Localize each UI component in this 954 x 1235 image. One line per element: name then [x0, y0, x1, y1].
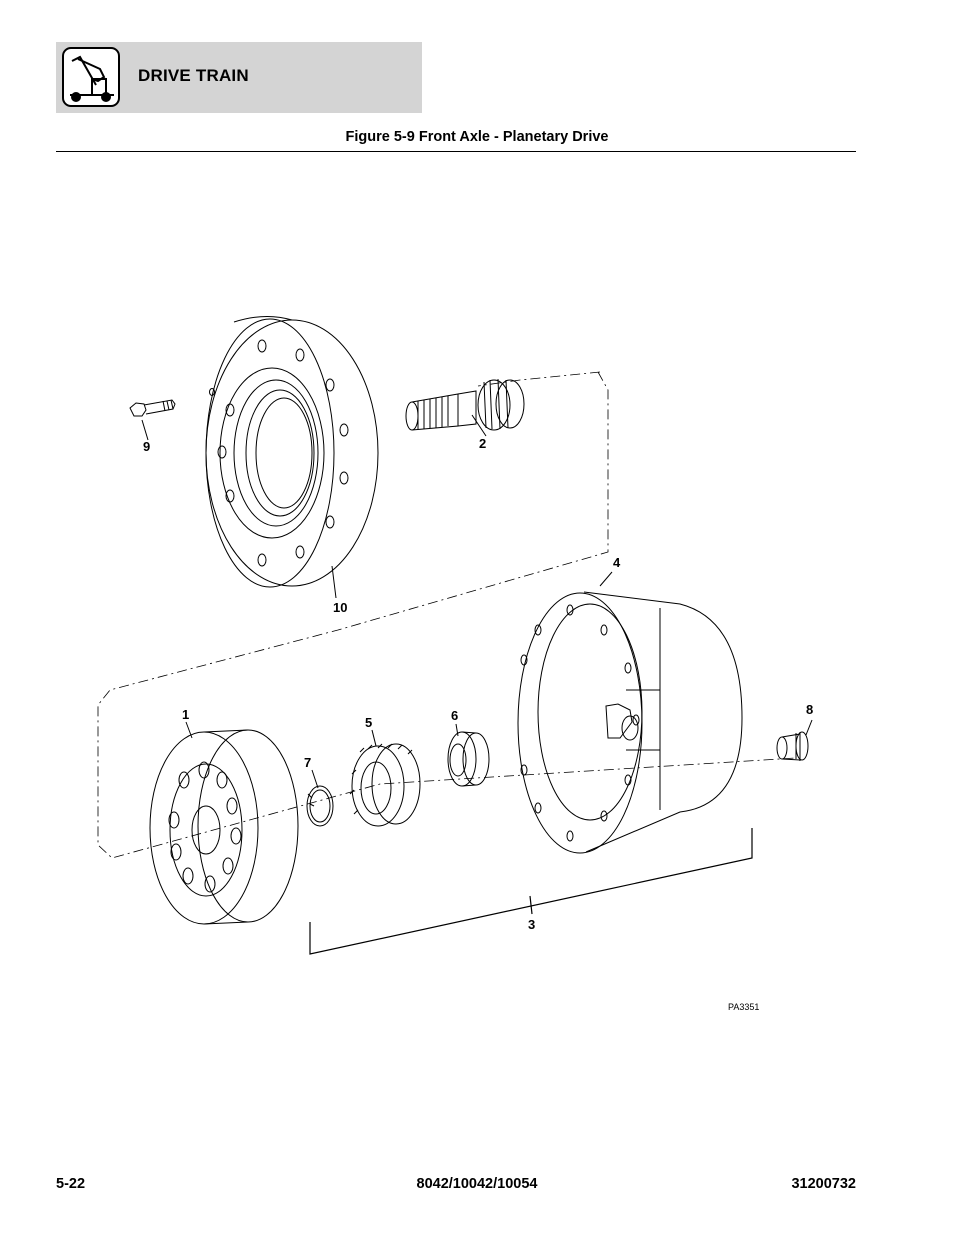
callout-8: 8	[806, 702, 813, 717]
publication-number: 31200732	[791, 1176, 856, 1192]
header-divider	[56, 151, 856, 152]
callout-9: 9	[143, 439, 150, 454]
section-header: DRIVE TRAIN	[56, 42, 422, 113]
page-number: 5-22	[56, 1176, 86, 1192]
callout-5: 5	[365, 715, 372, 730]
sun-gear	[349, 729, 421, 827]
callout-7: 7	[304, 755, 311, 770]
ring-gear-housing	[517, 571, 743, 854]
section-title: DRIVE TRAIN	[138, 66, 249, 85]
splined-shaft	[405, 378, 525, 437]
callout-4: 4	[613, 555, 621, 570]
model-numbers: 8042/10042/10054	[416, 1176, 538, 1192]
plug	[776, 719, 813, 761]
bolt	[129, 399, 176, 441]
hub-flange	[205, 316, 379, 588]
callout-10: 10	[333, 600, 347, 615]
drawing-code: PA3351	[728, 1002, 759, 1012]
snap-ring	[306, 769, 334, 827]
figure-title: Figure 5-9 Front Axle - Planetary Drive	[345, 129, 609, 145]
callout-2: 2	[479, 436, 486, 451]
boom-lift-icon	[62, 47, 120, 107]
bearing	[447, 723, 490, 787]
callout-3: 3	[528, 917, 535, 932]
planetary-carrier	[149, 721, 299, 925]
callout-1: 1	[182, 707, 189, 722]
callout-6: 6	[451, 708, 458, 723]
